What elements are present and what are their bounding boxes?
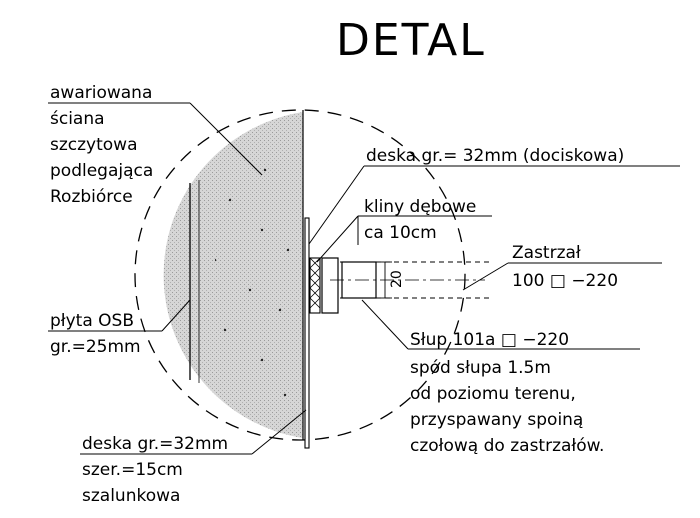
- wall-label: awariowana ściana szczytowa podlegająca …: [48, 83, 263, 207]
- strut-label: Zastrzał 100 □ −220: [462, 243, 662, 291]
- plank-top-label-text: deska gr.= 32mm (dociskowa): [366, 146, 624, 166]
- dim-label: 20: [389, 270, 405, 288]
- osb-label: płyta OSB gr.=25mm: [48, 299, 191, 357]
- drawing-title: DETAL: [336, 15, 486, 66]
- wedges-hatch: [309, 257, 321, 309]
- plank-bottom-label-3: szalunkowa: [82, 486, 180, 506]
- wall-section: [163, 112, 303, 438]
- post-label-5: czołową do zastrzałów.: [410, 436, 604, 456]
- post-label-4: przyspawany spoiną: [410, 410, 583, 430]
- wall-label-5: Rozbiórce: [50, 187, 133, 207]
- wedges-label-1: kliny dębowe: [364, 197, 476, 217]
- wall-label-3: szczytowa: [50, 135, 138, 155]
- post-label: Słup 101a □ −220 spód słupa 1.5m od pozi…: [361, 299, 640, 456]
- post-plate: [321, 257, 339, 314]
- wall-label-2: ściana: [50, 109, 105, 129]
- pressure-plank: [304, 217, 310, 449]
- wedges-block: [309, 257, 321, 314]
- plank-bottom-label-2: szer.=15cm: [82, 460, 183, 480]
- strut-label-2: 100 □ −220: [512, 271, 618, 291]
- post-label-2: spód słupa 1.5m: [410, 358, 551, 378]
- wall-label-1: awariowana: [50, 83, 152, 103]
- strut-lines: [340, 261, 490, 299]
- detail-circle: [134, 109, 466, 441]
- osb-label-2: gr.=25mm: [50, 337, 141, 357]
- plank-bottom-label: deska gr.=32mm szer.=15cm szalunkowa: [80, 409, 307, 506]
- wall-label-4: podlegająca: [50, 161, 153, 181]
- wedges-label: kliny dębowe ca 10cm: [316, 197, 492, 263]
- plank-top-label: deska gr.= 32mm (dociskowa): [308, 146, 680, 245]
- post-label-3: od poziomu terenu,: [410, 384, 576, 404]
- plank-bottom-label-1: deska gr.=32mm: [82, 434, 228, 454]
- osb-label-1: płyta OSB: [50, 311, 134, 331]
- wedges-label-2: ca 10cm: [364, 223, 437, 243]
- strut-label-1: Zastrzał: [512, 243, 581, 263]
- post-label-1: Słup 101a □ −220: [410, 330, 569, 350]
